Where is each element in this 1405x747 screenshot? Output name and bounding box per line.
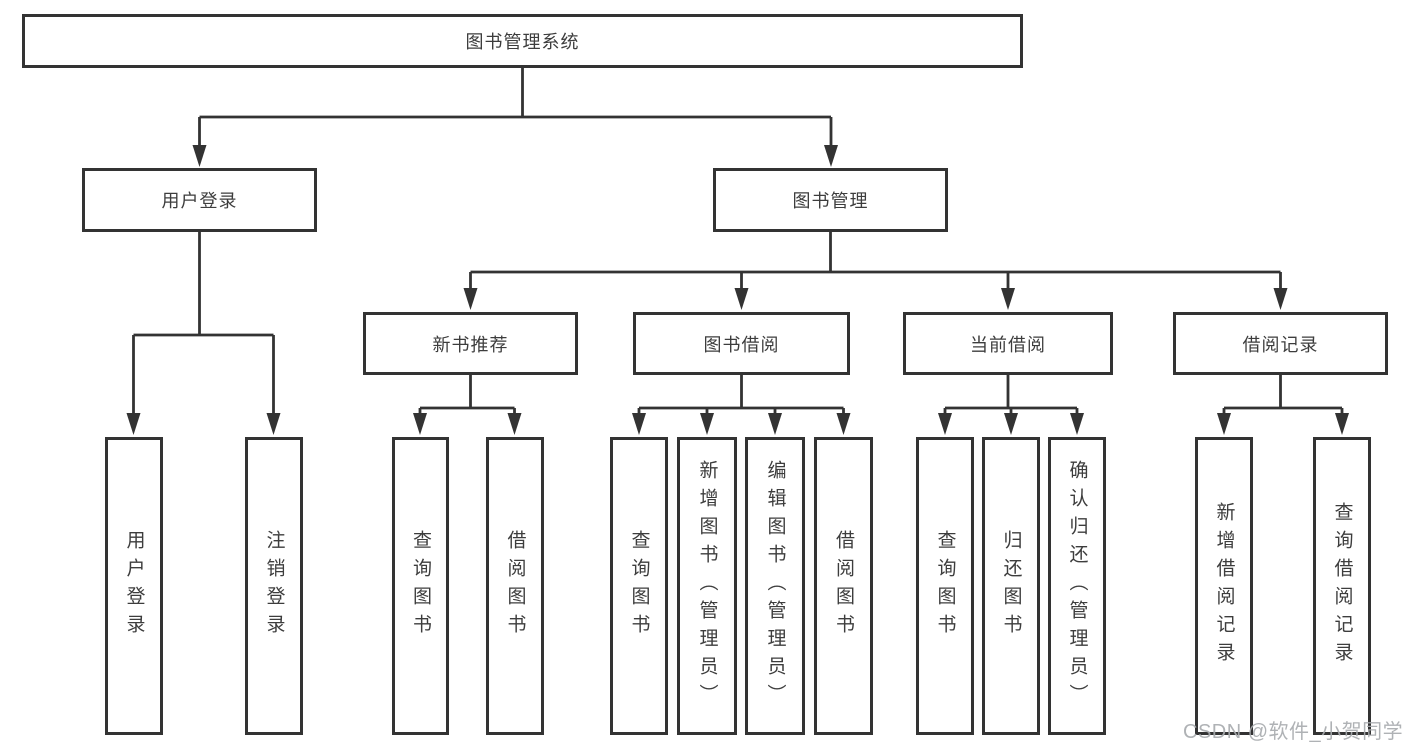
- node-user-login: 用户登录: [82, 168, 317, 232]
- leaf-search-books-1: 查询图书: [392, 437, 449, 735]
- node-book-borrow: 图书借阅: [633, 312, 850, 375]
- node-book-management: 图书管理: [713, 168, 948, 232]
- leaf-confirm-return-admin: 确认归还（管理员）: [1048, 437, 1106, 735]
- leaf-search-books-2: 查询图书: [610, 437, 668, 735]
- leaf-logout: 注销登录: [245, 437, 303, 735]
- leaf-search-books-3: 查询图书: [916, 437, 974, 735]
- leaf-user-login: 用户登录: [105, 437, 163, 735]
- leaf-add-borrow-record: 新增借阅记录: [1195, 437, 1253, 735]
- csdn-watermark: CSDN @软件_小贺同学: [1183, 721, 1404, 743]
- leaf-edit-books-admin: 编辑图书（管理员）: [745, 437, 805, 735]
- leaf-return-books: 归还图书: [982, 437, 1040, 735]
- arrowheads: [126, 145, 1349, 435]
- node-current-borrow: 当前借阅: [903, 312, 1113, 375]
- leaf-borrow-books-1: 借阅图书: [486, 437, 544, 735]
- node-root-library-system: 图书管理系统: [22, 14, 1023, 68]
- node-new-book-recommend: 新书推荐: [363, 312, 578, 375]
- node-borrow-record: 借阅记录: [1173, 312, 1388, 375]
- leaf-search-borrow-record: 查询借阅记录: [1313, 437, 1371, 735]
- leaf-add-books-admin: 新增图书（管理员）: [677, 437, 737, 735]
- leaf-borrow-books-2: 借阅图书: [814, 437, 873, 735]
